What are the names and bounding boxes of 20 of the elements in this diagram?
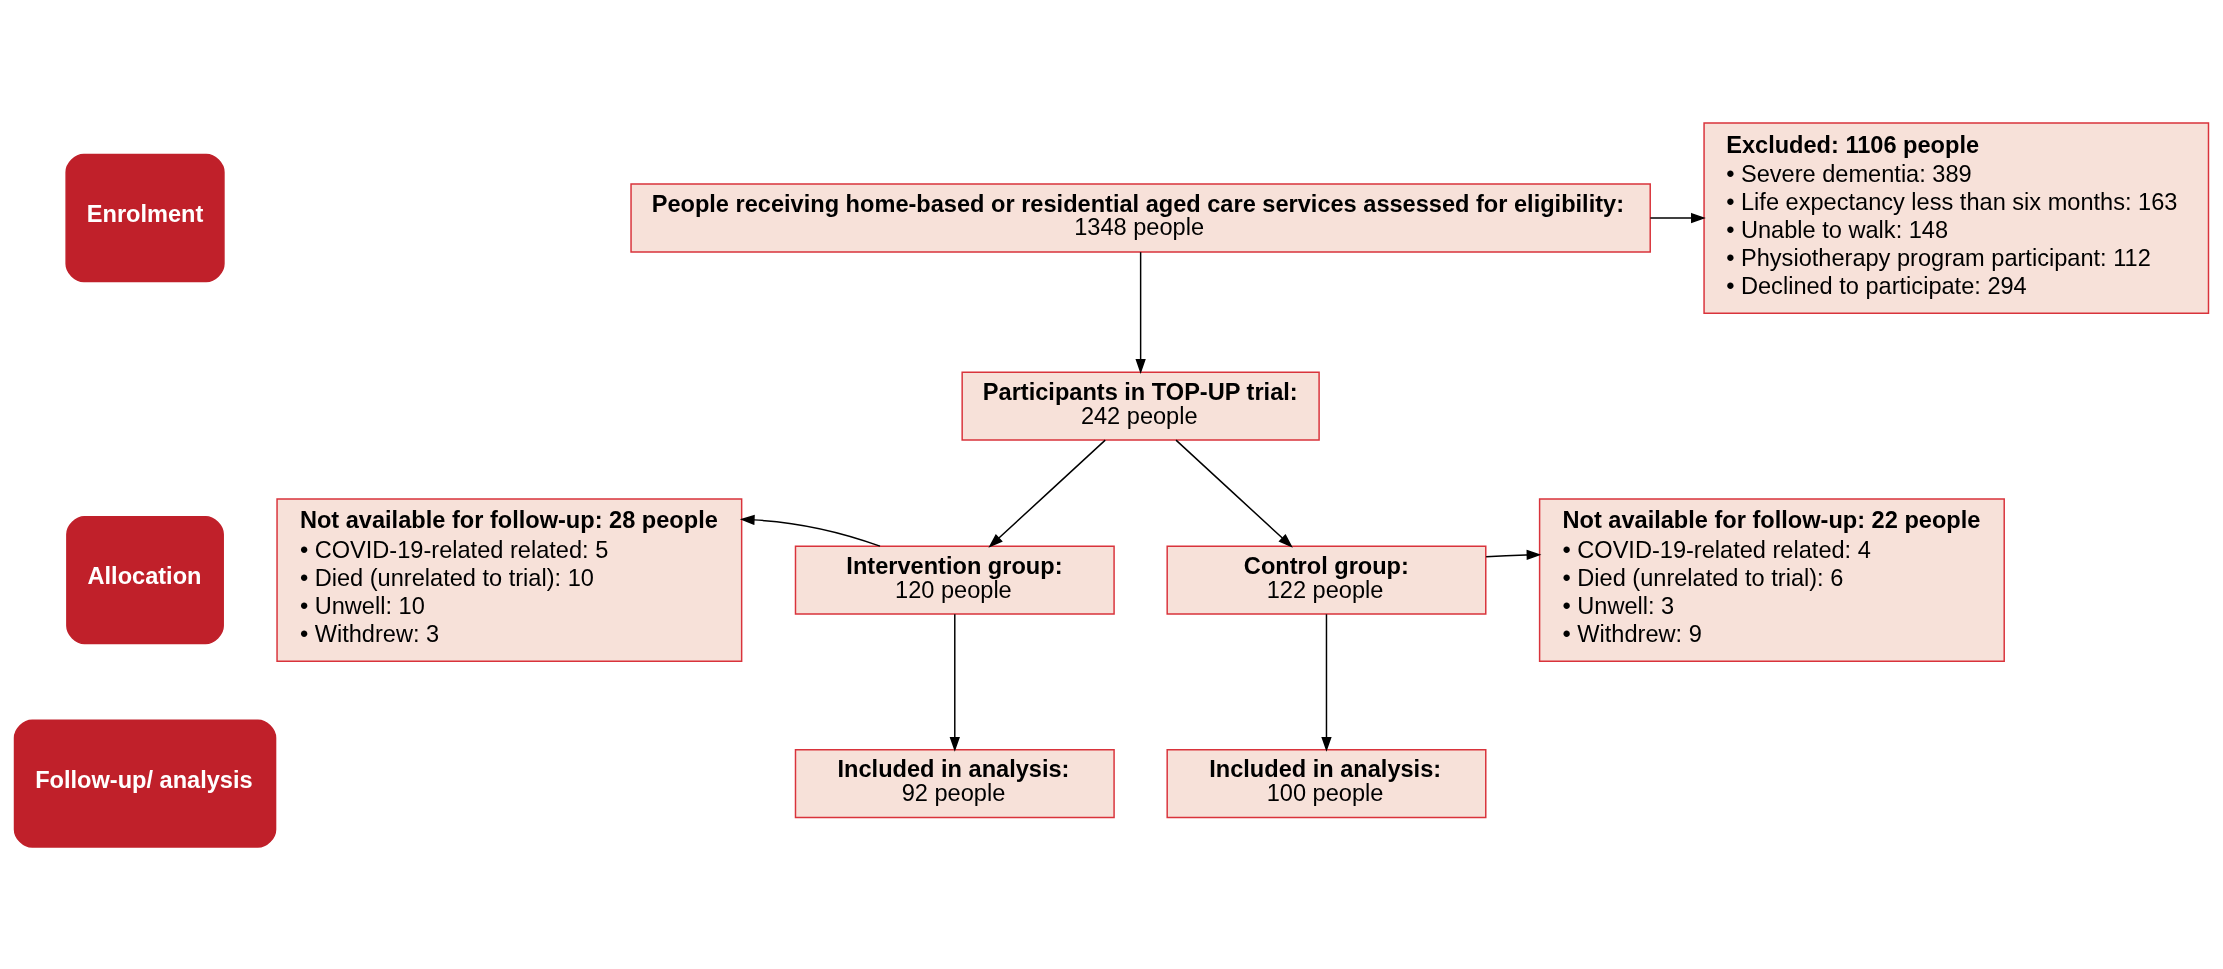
arrow bbox=[1649, 212, 1706, 223]
node-box: Excluded: 1106 people • Severe dementia: 389 • Life expectancy less than six months: 163 • Unable to walk: 148 • Physiotherapy program participant: 112 • Declined to participate: 294 bbox=[1703, 121, 2210, 314]
node-box: Participants in TOP-UP trial: 242 people bbox=[961, 370, 1320, 441]
arrow bbox=[949, 613, 960, 752]
arrow bbox=[739, 514, 881, 547]
arrow bbox=[1175, 438, 1293, 548]
node-box: Intervention group: 120 people bbox=[794, 544, 1115, 615]
node-box: Enrolment bbox=[65, 153, 225, 282]
node-box: Not available for follow-up: 28 people • COVID-19-related related: 5 • Died (unrelated to trial): 10 • Unwell: 10 • Withdrew: 3 bbox=[276, 497, 743, 662]
node-box: Follow-up/ analysis bbox=[13, 719, 277, 848]
arrow bbox=[988, 438, 1106, 548]
node-box: Control group: 122 people bbox=[1166, 544, 1487, 615]
node-box: Allocation bbox=[66, 515, 224, 644]
arrow bbox=[1321, 613, 1332, 752]
arrow bbox=[1485, 549, 1542, 560]
node-box: Included in analysis: 100 people bbox=[1166, 748, 1487, 818]
node-box: Included in analysis: 92 people bbox=[794, 748, 1115, 818]
node-box: People receiving home-based or residential aged care services assessed for eligibility: 1348 people bbox=[630, 182, 1651, 253]
node-box: Not available for follow-up: 22 people • COVID-19-related related: 4 • Died (unrelated to trial): 6 • Unwell: 3 • Withdrew: 9 bbox=[1538, 497, 2005, 662]
arrow bbox=[1135, 250, 1146, 374]
